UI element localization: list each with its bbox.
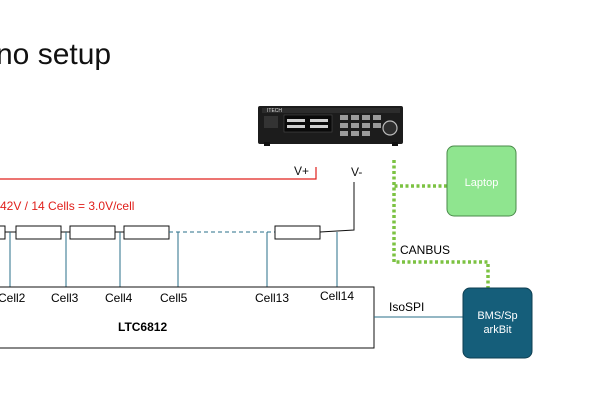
cell-label-2: Cell2 (0, 291, 26, 305)
laptop-label: Laptop (465, 177, 499, 189)
cell-resistor (69, 225, 116, 240)
cell-string (0, 225, 321, 240)
slide-title: no setup (0, 38, 112, 71)
bms-label-line1: BMS/Sp (477, 310, 517, 322)
cell-resistor (0, 225, 6, 240)
supply-display (283, 114, 333, 133)
cell-resistor (274, 225, 321, 240)
bms-label-line2: arkBit (483, 324, 511, 336)
pack-voltage-note: 42V / 14 Cells = 3.0V/cell (0, 199, 134, 213)
supply-negative-wire (319, 182, 355, 233)
supply-brand: ITECH (267, 108, 282, 114)
power-supply: ITECH (258, 106, 403, 146)
cell-resistor (123, 225, 170, 240)
cell-resistor (15, 225, 62, 240)
ltc6812-block (0, 286, 375, 349)
cell-label-13: Cell13 (255, 291, 289, 305)
cell-taps (9, 232, 338, 287)
canbus-link (392, 160, 490, 288)
supply-keypad (340, 115, 381, 136)
cell-label-4: Cell4 (105, 291, 133, 305)
canbus-label: CANBUS (400, 243, 450, 257)
laptop-box (446, 145, 517, 217)
ltc6812-label: LTC6812 (118, 320, 167, 334)
supply-knob (382, 120, 398, 136)
v-plus-label: V+ (294, 164, 309, 178)
cell-label-14: Cell14 (320, 289, 354, 303)
cell-label-5: Cell5 (160, 291, 188, 305)
supply-positive-wire (0, 167, 317, 180)
v-minus-label: V- (351, 165, 362, 179)
isospi-label: IsoSPI (389, 300, 424, 314)
bms-sparkbit-box (462, 287, 533, 359)
cell-label-3: Cell3 (51, 291, 79, 305)
